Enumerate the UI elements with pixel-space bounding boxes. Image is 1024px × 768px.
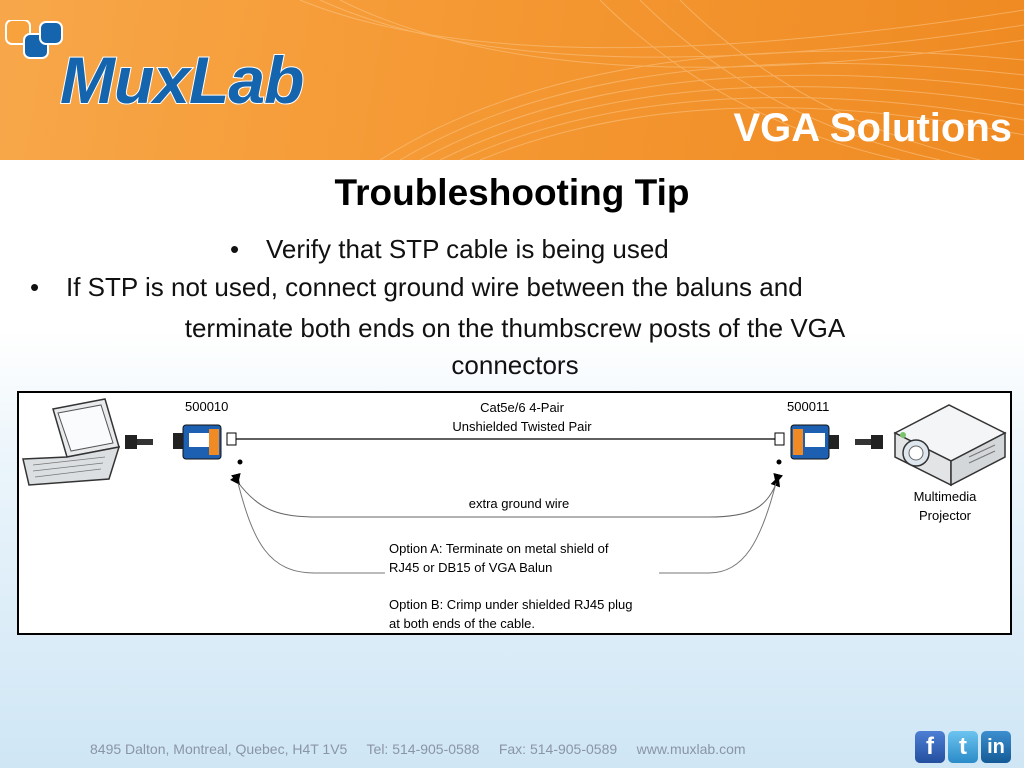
logo-wordmark: MuxLab — [59, 42, 305, 118]
cable-label-line2: Unshielded Twisted Pair — [452, 419, 592, 434]
option-a-line2: RJ45 or DB15 of VGA Balun — [389, 560, 552, 575]
muxlab-logo — [5, 20, 63, 59]
bullet-marker: • — [230, 234, 240, 264]
option-b-line2: at both ends of the cable. — [389, 616, 535, 631]
left-balun-icon — [173, 424, 237, 460]
bullet-text-1: Verify that STP cable is being used — [266, 234, 669, 264]
bullet-text-2-line2: terminate both ends on the thumbscrew po… — [184, 313, 846, 343]
wiring-diagram-canvas: 500010 Cat5e/6 4-Pair Unshielded Twisted… — [22, 398, 1007, 631]
header-wave-pattern — [299, 0, 1024, 160]
bullet-text-2: If STP is not used, connect ground wire … — [66, 272, 803, 302]
option-a-left-arrow — [230, 472, 385, 574]
projector-label-line1: Multimedia — [914, 489, 978, 504]
ground-wire-path — [230, 474, 781, 518]
cable-label-line1: Cat5e/6 4-Pair — [480, 400, 564, 415]
bullet-text-2-line3: connectors — [451, 350, 579, 380]
left-ground-post — [237, 459, 243, 465]
section-title: VGA Solutions — [733, 106, 1012, 150]
slide-title: Troubleshooting Tip — [334, 172, 690, 213]
ground-wire-label: extra ground wire — [469, 496, 569, 511]
option-a-line1: Option A: Terminate on metal shield of — [389, 541, 609, 556]
linkedin-icon[interactable]: in — [981, 731, 1011, 763]
right-ground-post — [776, 459, 782, 465]
bullet-marker: • — [30, 272, 40, 302]
projector-icon — [893, 404, 1007, 487]
option-a-right-arrow — [659, 472, 784, 574]
left-part-number: 500010 — [185, 399, 228, 414]
bullet-item-2-continued: terminate both ends on the thumbscrew po… — [20, 310, 1010, 384]
bullet-item-1: • Verify that STP cable is being used — [230, 234, 669, 265]
bullet-item-2: • If STP is not used, connect ground wire… — [30, 272, 803, 303]
facebook-icon[interactable]: f — [915, 731, 945, 763]
footer-contact: 8495 Dalton, Montreal, Quebec, H4T 1V5 T… — [90, 741, 746, 757]
wiring-diagram: 500010 Cat5e/6 4-Pair Unshielded Twisted… — [17, 391, 1012, 635]
twitter-icon[interactable]: t — [948, 731, 978, 763]
header-banner: MuxLab VGA Solutions — [0, 0, 1024, 160]
right-part-number: 500011 — [787, 399, 829, 414]
right-balun-icon — [774, 424, 883, 460]
laptop-icon — [22, 398, 153, 486]
option-b-line1: Option B: Crimp under shielded RJ45 plug — [389, 597, 633, 612]
projector-label-line2: Projector — [919, 508, 972, 523]
